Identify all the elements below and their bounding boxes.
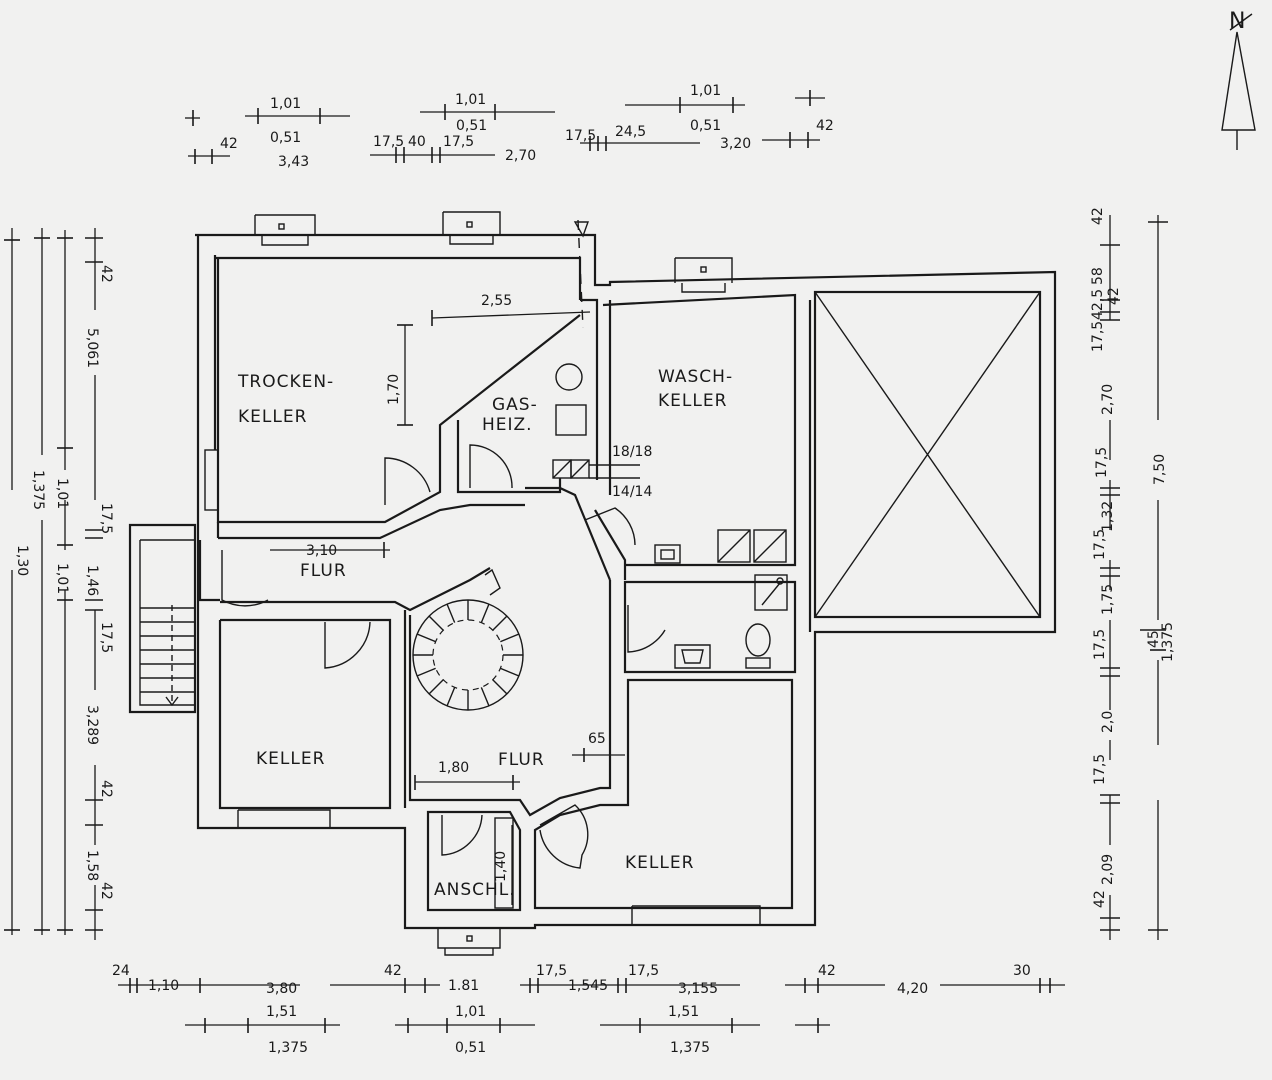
dim-top-17-5-c: 17,5 bbox=[565, 128, 596, 144]
room-labels: TROCKEN- KELLER GAS- HEIZ. WASCH- KELLER… bbox=[237, 367, 733, 900]
dim-bot-0-51: 0,51 bbox=[455, 1040, 486, 1056]
dim-right-2-09: 2,09 bbox=[1100, 854, 1116, 885]
dim-14-14: 14/14 bbox=[612, 484, 652, 500]
dim-bot-1-375-b: 1,375 bbox=[670, 1040, 710, 1056]
dim-top-0-51-b: 0,51 bbox=[456, 118, 487, 134]
dim-left-1-30: 1,30 bbox=[14, 545, 30, 576]
dim-2-55: 2,55 bbox=[481, 293, 512, 309]
dim-bot-42-b: 42 bbox=[818, 963, 836, 979]
dim-top-24-5: 24,5 bbox=[615, 124, 646, 140]
dim-left-17-5-a: 17,5 bbox=[98, 503, 114, 534]
dim-left-1-58: 1,58 bbox=[84, 850, 100, 881]
room-label-flur-upper: FLUR bbox=[300, 561, 347, 581]
dim-top-17-5-b: 17,5 bbox=[443, 134, 474, 150]
top-dimensions: 1,01 42 0,51 3,43 1,01 0,51 17,5 40 17,5… bbox=[185, 83, 834, 170]
dim-top-42-c: 42 bbox=[816, 118, 834, 134]
dim-top-2-70: 2,70 bbox=[505, 148, 536, 164]
dim-right-17-5-f: 17,5 bbox=[1092, 754, 1108, 785]
north-label: N bbox=[1229, 9, 1245, 34]
dim-left-1-01-a: 1,01 bbox=[54, 478, 70, 509]
dim-top-0-51-a: 0,51 bbox=[270, 130, 301, 146]
dim-right-58: 58 bbox=[1090, 267, 1106, 285]
dim-right-42-a: 42 bbox=[1090, 207, 1106, 225]
dim-top-1-01-c: 1,01 bbox=[690, 83, 721, 99]
dim-right-2-70: 2,70 bbox=[1100, 384, 1116, 415]
dim-right-42-b: 42 bbox=[1106, 287, 1122, 305]
dim-left-42-c: 42 bbox=[98, 882, 114, 900]
dim-right-1-375: 1,375 bbox=[1160, 622, 1176, 662]
dim-left-5-061: 5,061 bbox=[84, 328, 100, 368]
room-label-waschkeller-2: KELLER bbox=[658, 391, 727, 411]
room-label-anschl: ANSCHL. bbox=[434, 880, 516, 900]
north-arrow: N bbox=[1221, 9, 1256, 150]
dim-right-17-5-b: 17,5 bbox=[1094, 447, 1110, 478]
dim-bot-4-20: 4,20 bbox=[897, 981, 928, 997]
right-dimensions: 42 58 42 42,5 17,5 2,70 17,5 1,32 17,5 1… bbox=[1090, 207, 1176, 940]
dim-top-3-43: 3,43 bbox=[278, 154, 309, 170]
dim-bot-3-80: 3,80 bbox=[266, 981, 297, 997]
dim-3-10: 3,10 bbox=[306, 543, 337, 559]
dim-top-1-01-b: 1,01 bbox=[455, 92, 486, 108]
dim-right-17-5-c: 17,5 bbox=[1092, 529, 1108, 560]
room-label-flur-center: FLUR bbox=[498, 750, 545, 770]
interior-dimensions: 2,55 1,70 3,10 18/18 14/14 1,80 65 1,40 bbox=[270, 293, 652, 905]
dim-right-7-50: 7,50 bbox=[1152, 454, 1168, 485]
dim-bot-1-545: 1,545 bbox=[568, 978, 608, 994]
dim-1-80: 1,80 bbox=[438, 760, 469, 776]
dim-left-1-375: 1,375 bbox=[30, 470, 46, 510]
dim-top-40: 40 bbox=[408, 134, 426, 150]
dim-right-42-5: 42,5 bbox=[1090, 289, 1106, 320]
dim-right-45: 45 bbox=[1146, 630, 1162, 648]
dim-bot-3-155: 3,155 bbox=[678, 981, 718, 997]
dim-left-17-5-b: 17,5 bbox=[98, 622, 114, 653]
dim-bot-1-51-a: 1,51 bbox=[266, 1004, 297, 1020]
dim-bot-24: 24 bbox=[112, 963, 130, 979]
dim-bot-1-01: 1,01 bbox=[455, 1004, 486, 1020]
room-label-keller-left: KELLER bbox=[256, 749, 325, 769]
dim-top-0-51-c: 0,51 bbox=[690, 118, 721, 134]
dim-1-40: 1,40 bbox=[493, 851, 509, 882]
room-label-gasheiz-2: HEIZ. bbox=[482, 415, 533, 435]
dim-left-3-289: 3,289 bbox=[84, 705, 100, 745]
dim-bot-17-5-a: 17,5 bbox=[536, 963, 567, 979]
dim-top-3-20: 3,20 bbox=[720, 136, 751, 152]
room-label-keller-right: KELLER bbox=[625, 853, 694, 873]
fixtures bbox=[494, 363, 788, 909]
dim-left-1-01-b: 1,01 bbox=[54, 563, 70, 594]
dim-right-17-5-a: 17,5 bbox=[1090, 321, 1106, 352]
walls bbox=[128, 233, 1057, 930]
dim-top-17-5-a: 17,5 bbox=[373, 134, 404, 150]
dim-bot-17-5-b: 17,5 bbox=[628, 963, 659, 979]
dim-top-1-01-a: 1,01 bbox=[270, 96, 301, 112]
doors bbox=[221, 219, 666, 869]
dim-left-1-46: 1,46 bbox=[84, 565, 100, 596]
spiral-stair bbox=[412, 568, 524, 711]
dim-bot-1-10: 1,10 bbox=[148, 978, 179, 994]
dim-right-17-5-e: 17,5 bbox=[1092, 629, 1108, 660]
dim-bot-1-375-a: 1,375 bbox=[268, 1040, 308, 1056]
dim-left-42-b: 42 bbox=[98, 780, 114, 798]
dim-top-42-a: 42 bbox=[220, 136, 238, 152]
room-label-gasheiz-1: GAS- bbox=[492, 395, 538, 415]
dim-left-42-a: 42 bbox=[98, 265, 114, 283]
dim-right-42-c: 42 bbox=[1092, 890, 1108, 908]
dim-bot-1-51-b: 1,51 bbox=[668, 1004, 699, 1020]
room-label-trockenkeller-1: TROCKEN- bbox=[237, 372, 334, 392]
dim-right-1-32: 1,32 bbox=[1100, 501, 1116, 532]
room-label-waschkeller-1: WASCH- bbox=[658, 367, 733, 387]
stair-steps bbox=[140, 605, 195, 707]
room-label-trockenkeller-2: KELLER bbox=[238, 407, 307, 427]
dim-bot-30: 30 bbox=[1013, 963, 1031, 979]
dim-bot-42-a: 42 bbox=[384, 963, 402, 979]
dim-right-2-0: 2,0 bbox=[1100, 711, 1116, 733]
left-dimensions: 1,30 1,375 1,01 1,01 42 5,061 17,5 1, bbox=[4, 228, 114, 940]
dim-right-1-75: 1,75 bbox=[1100, 584, 1116, 615]
windows bbox=[237, 211, 761, 956]
bottom-dimensions: 24 1,10 3,80 1,51 1,375 42 1.81 1,01 0,5… bbox=[112, 963, 1065, 1056]
dim-bot-1-81: 1.81 bbox=[448, 978, 479, 994]
dim-65: 65 bbox=[588, 731, 606, 747]
dim-1-70: 1,70 bbox=[386, 374, 402, 405]
dim-18-18: 18/18 bbox=[612, 444, 652, 460]
